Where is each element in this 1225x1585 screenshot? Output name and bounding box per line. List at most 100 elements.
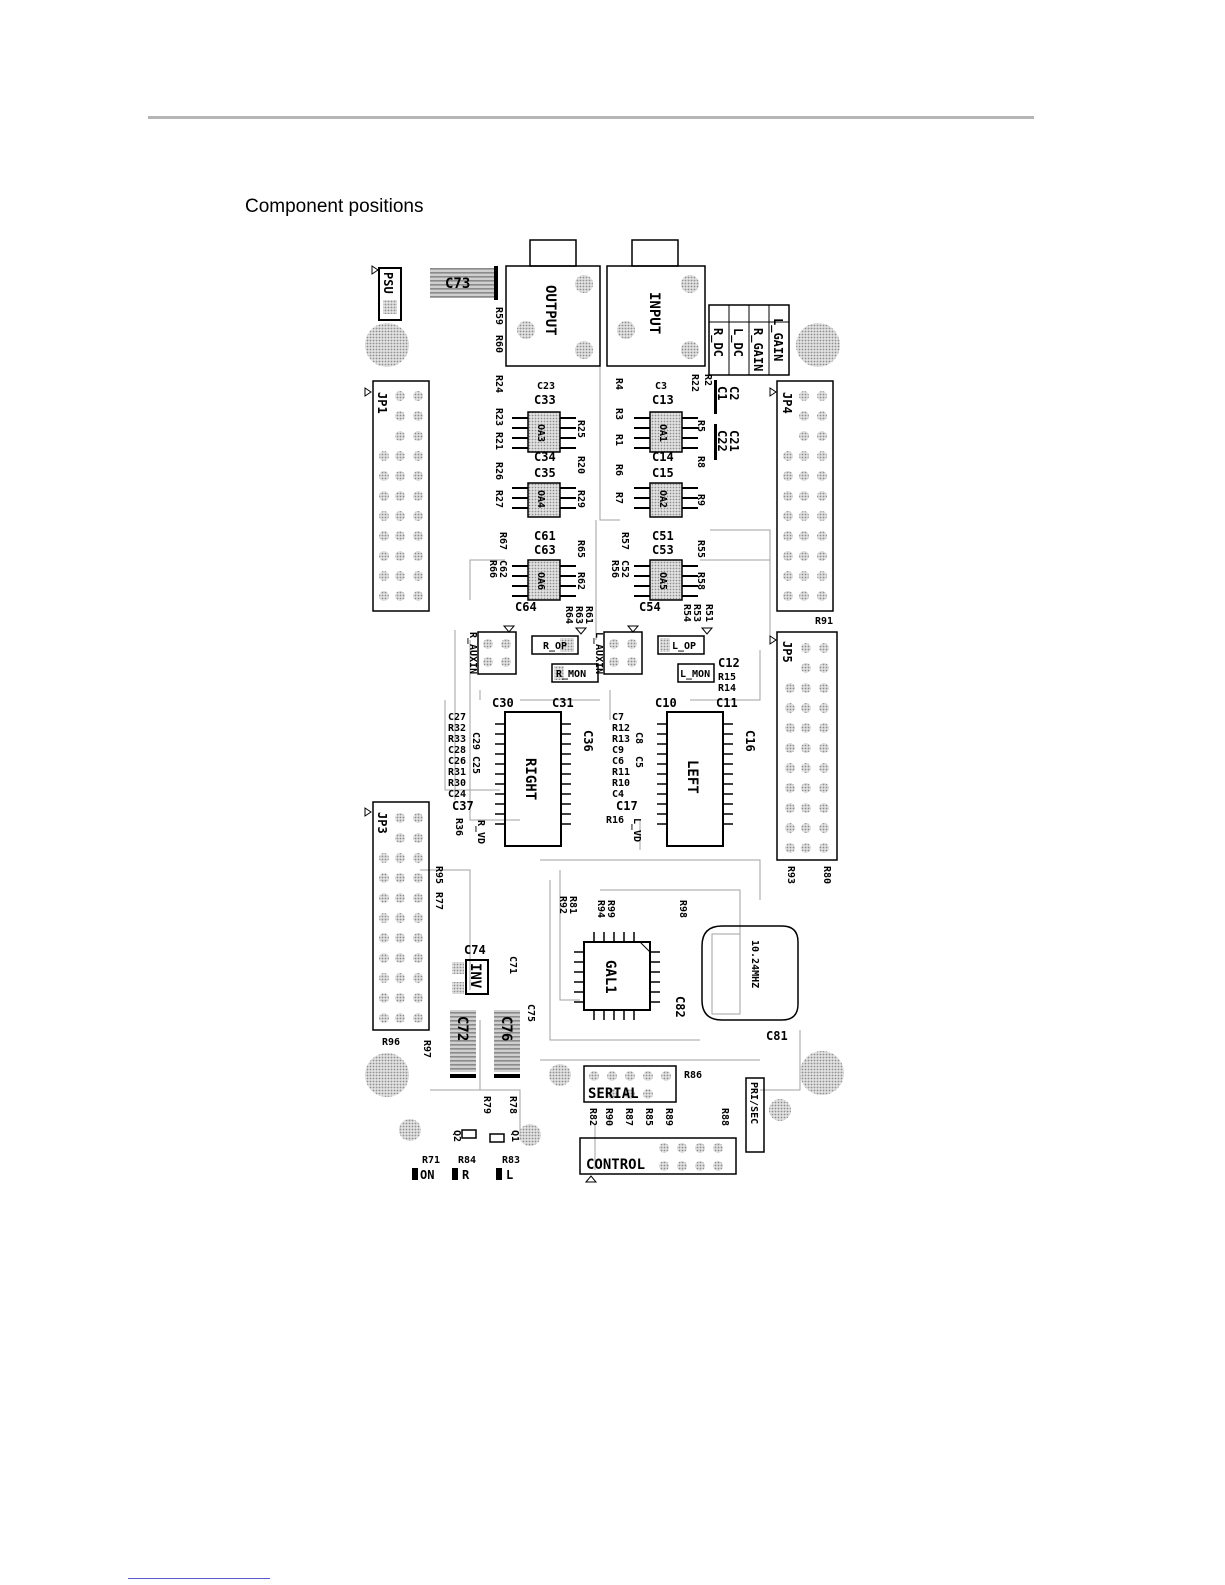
silk-label-c27: C27 (448, 712, 466, 723)
silk-label-c35: C35 (534, 466, 556, 480)
silk-label-r63: R63 (573, 606, 584, 624)
silk-label-r90: R90 (603, 1108, 614, 1126)
silk-label-r29: R29 (575, 490, 586, 508)
silk-label-c30: C30 (492, 696, 514, 710)
serial-connector: SERIAL (583, 1065, 677, 1103)
silk-label-l: L (506, 1168, 513, 1182)
silk-label-jp4: JP4 (780, 392, 794, 414)
silk-label-r12: R12 (612, 723, 630, 734)
silk-label-r91: R91 (815, 616, 833, 627)
silk-label-r80: R80 (821, 866, 832, 884)
silk-label-control: CONTROL (586, 1157, 645, 1173)
silk-label-r66: R66 (487, 560, 498, 578)
silk-label-c54: C54 (639, 600, 661, 614)
silk-label-r2: R2 (702, 374, 713, 386)
transistor-q2: Q2 (451, 1129, 477, 1142)
silk-label-q2: Q2 (451, 1130, 462, 1142)
silk-label-r6: R6 (613, 464, 624, 476)
output-jack: OUTPUT (505, 239, 601, 367)
silk-label-r85: R85 (643, 1108, 654, 1126)
input-jack: INPUT (606, 239, 706, 367)
silk-label-c8: C8 (633, 732, 644, 744)
pri-sec-jumper: PRI/SEC (745, 1077, 765, 1153)
silk-label-c64: C64 (515, 600, 537, 614)
capacitor-c72: C72 (450, 1010, 476, 1078)
silk-label-c21: C21 (727, 430, 741, 452)
silk-label-xtal: 10.24MHZ (749, 940, 760, 988)
silk-label-r87: R87 (623, 1108, 634, 1126)
silk-label-c62: C62 (497, 560, 508, 578)
silk-label-l-dc: L_DC (730, 328, 745, 357)
silk-label-l-gain: L_GAIN (770, 318, 785, 361)
silk-label-r95: R95 (433, 866, 444, 884)
gal1-chip: GAL1 (574, 932, 660, 1020)
silk-label-c9: C9 (612, 745, 624, 756)
silk-label-r61: R61 (583, 606, 594, 624)
silk-label-c52: C52 (619, 560, 630, 578)
silk-label-r-mon: R_MON (556, 669, 586, 680)
silk-label-r-vd: R_VD (475, 820, 486, 844)
top-rule (148, 116, 1034, 119)
silk-label-c63: C63 (534, 543, 556, 557)
header-jp5: JP5 (769, 631, 838, 861)
silk-label-inv: INV (467, 963, 483, 989)
silk-label-r4: R4 (613, 378, 624, 390)
led-r: R (452, 1168, 470, 1182)
silk-label-r-gain: R_GAIN (750, 328, 765, 371)
silk-label-r22: R22 (689, 374, 700, 392)
silk-label-c12: C12 (718, 656, 740, 670)
r-op-jumper: R_OP (531, 627, 588, 655)
header-jp4: JP4 (769, 380, 834, 612)
opamp-oa2: OA2 (634, 482, 698, 518)
l-op-jumper: L_OP (657, 627, 714, 655)
silk-label-l-auxin: L_AUXIN (593, 632, 604, 674)
silk-label-c81: C81 (766, 1029, 788, 1043)
silk-label-r56: R56 (609, 560, 620, 578)
silk-label-r86: R86 (684, 1070, 702, 1081)
silk-label-r31: R31 (448, 767, 466, 778)
silk-label-r25: R25 (575, 420, 586, 438)
silk-label-c6: C6 (612, 756, 624, 767)
silk-label-r94: R94 (595, 900, 606, 918)
led-on: ON (412, 1168, 434, 1182)
silk-label-r96: R96 (382, 1037, 400, 1048)
silk-label-r62: R62 (575, 572, 586, 590)
silk-label-c29: C29 (470, 732, 481, 750)
silk-label-r60: R60 (493, 335, 504, 353)
capacitor-c73: C73 (430, 266, 498, 300)
control-connector: CONTROL (579, 1137, 737, 1183)
silk-label-r82: R82 (587, 1108, 598, 1126)
copper-traces (420, 270, 801, 1170)
silk-label-oa3: OA3 (535, 424, 546, 442)
silk-label-r10: R10 (612, 778, 630, 789)
silk-label-r54: R54 (681, 604, 692, 622)
silk-label-left: LEFT (684, 760, 700, 794)
silk-label-c7: C7 (612, 712, 624, 723)
silk-label-r9: R9 (695, 494, 706, 506)
silk-label-c24: C24 (448, 789, 466, 800)
silk-label-r97: R97 (421, 1040, 432, 1058)
silk-label-psu: PSU (381, 272, 395, 294)
silk-label-r26: R26 (493, 462, 504, 480)
silk-label-r1: R1 (613, 434, 624, 446)
silk-label-c11: C11 (716, 696, 738, 710)
silk-label-r16: R16 (606, 815, 624, 826)
silk-label-input: INPUT (646, 292, 662, 334)
silk-label-r81: R81 (567, 896, 578, 914)
silk-label-r: R (462, 1168, 470, 1182)
silk-label-jp1: JP1 (375, 392, 389, 414)
opamp-oa1: OA1 (634, 411, 698, 453)
silk-label-c2: C2 (727, 386, 741, 400)
silk-label-c51: C51 (652, 529, 674, 543)
silk-label-gal1: GAL1 (602, 960, 618, 994)
silk-label-oa2: OA2 (657, 490, 668, 508)
codec-chip-left: LEFT (657, 711, 733, 847)
silk-label-oa4: OA4 (535, 490, 546, 508)
silk-label-c76: C76 (498, 1016, 514, 1041)
silk-label-r21: R21 (493, 432, 504, 450)
silk-label-output: OUTPUT (542, 285, 558, 336)
silk-label-r65: R65 (575, 540, 586, 558)
silk-label-c10: C10 (655, 696, 677, 710)
transistor-q1: Q1 (489, 1130, 520, 1143)
